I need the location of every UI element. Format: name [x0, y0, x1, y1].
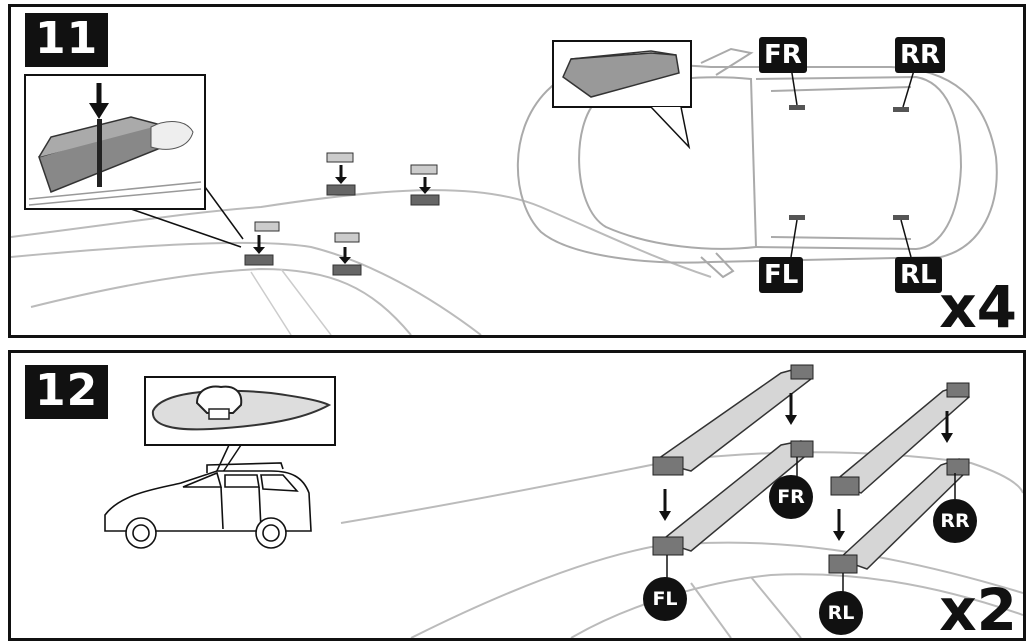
label-rear-right: RR — [895, 37, 946, 73]
label-front-right: FR — [759, 37, 807, 73]
crossbars — [653, 366, 970, 570]
step-11-panel: 11 FR RR FL RL x4 — [8, 4, 1026, 338]
bar-profile-inset — [144, 376, 336, 476]
foot-pad-detail-inset — [24, 74, 206, 210]
label-rear-left: RL — [819, 591, 863, 635]
step-number-11: 11 — [25, 13, 109, 67]
label-rear-left: RL — [895, 257, 942, 293]
step-11-illustration — [11, 40, 998, 335]
quantity-x4: x4 — [939, 273, 1017, 338]
quantity-x2: x2 — [939, 576, 1017, 641]
step-12-panel: 12 FR RR FL RL x2 — [8, 350, 1026, 641]
label-front-left: FL — [643, 577, 687, 621]
step-number-12: 12 — [25, 365, 109, 419]
car-side-view — [104, 462, 312, 549]
label-front-left: FL — [759, 257, 804, 293]
label-rear-right: RR — [933, 499, 977, 543]
foot-pad-top-detail — [552, 40, 692, 150]
label-front-right: FR — [769, 475, 813, 519]
step-12-illustration — [104, 364, 1023, 638]
